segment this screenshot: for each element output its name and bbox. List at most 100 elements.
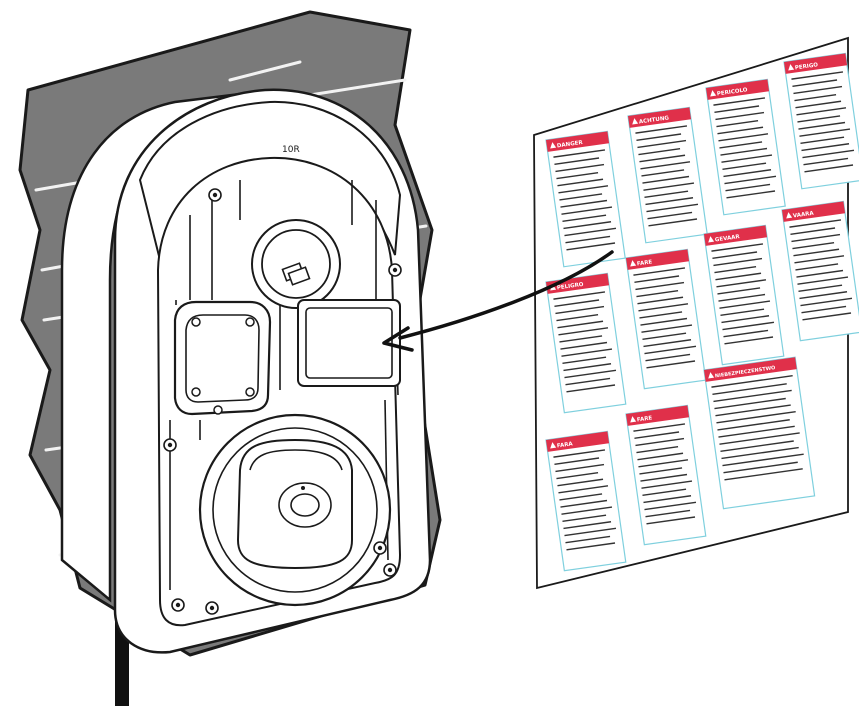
label-text-line <box>635 281 685 291</box>
label-text-line <box>640 473 688 482</box>
label-text-line <box>554 457 600 465</box>
label-text-line <box>635 125 688 134</box>
arrow-line <box>398 250 614 340</box>
label-heading: DANGER <box>557 140 584 150</box>
socket-emblem-dot <box>301 486 305 490</box>
mounting-screw-head <box>392 267 398 273</box>
label-text-line <box>719 141 763 149</box>
label-header-bar <box>628 107 692 128</box>
label-text-line <box>713 97 766 106</box>
label-text-line <box>714 397 786 410</box>
label-text-line <box>643 495 692 504</box>
label-text-line <box>791 233 841 243</box>
label-text-line <box>790 227 836 235</box>
label-text-line <box>564 527 617 537</box>
label-text-line <box>558 485 609 494</box>
mounting-screw-head <box>377 545 383 551</box>
label-heading: ACHTUNG <box>639 115 670 125</box>
label-text-line <box>636 445 679 454</box>
label-text-line <box>553 449 606 458</box>
label-text-line <box>634 431 680 439</box>
label-text-line <box>554 157 600 165</box>
label-text-line <box>553 291 606 300</box>
label-text-line <box>721 154 773 163</box>
label-text-line <box>563 521 612 530</box>
label-text-line <box>647 211 693 220</box>
label-text-line <box>557 178 604 187</box>
label-text-line <box>566 242 616 251</box>
left-cable-gland-plate <box>173 300 272 416</box>
label-text-line <box>555 305 605 315</box>
ev-charger-device: 10R <box>60 88 432 654</box>
warning-triangle-icon <box>708 372 715 379</box>
label-text-line <box>725 183 771 192</box>
label-text-line <box>716 279 767 288</box>
label-text-line <box>637 452 684 461</box>
label-text-line <box>724 336 774 345</box>
label-text-line <box>794 255 845 264</box>
label-text-line <box>793 248 840 257</box>
label-text-line <box>714 265 757 274</box>
label-text-line <box>642 332 687 340</box>
warning-triangle-icon <box>632 118 639 125</box>
label-text-line <box>800 297 853 307</box>
label-heading: GEVAAR <box>715 234 741 244</box>
gland-screw <box>245 317 255 327</box>
label-text-line <box>797 115 841 123</box>
label-text-line <box>720 440 794 452</box>
label-text-line <box>803 157 849 166</box>
label-heading: PELIGRO <box>557 282 585 292</box>
label-heading: FARA <box>557 441 574 449</box>
label-text-line <box>801 305 847 314</box>
label-text-line <box>554 299 600 307</box>
label-text-line <box>637 139 687 149</box>
placement-arrow <box>382 250 614 352</box>
mounting-screw-head <box>212 192 218 198</box>
label-text-line <box>711 375 793 388</box>
card-icon <box>281 262 311 286</box>
label-text-line <box>560 199 608 208</box>
label-text-line <box>799 291 848 300</box>
warning-label: DANGER <box>545 130 626 268</box>
wall-stripe <box>228 60 302 82</box>
wall-stripe <box>40 264 66 272</box>
label-header-bar <box>706 79 770 100</box>
label-header-bar <box>626 249 690 270</box>
warning-label: ACHTUNG <box>627 106 708 244</box>
label-text-line <box>715 111 765 121</box>
label-header-bar <box>546 131 610 152</box>
label-text-line <box>719 432 800 445</box>
label-text-line <box>716 119 759 128</box>
label-text-line <box>555 463 605 473</box>
label-heading: FARE <box>637 415 653 423</box>
label-text-line <box>794 93 837 102</box>
gland-screw <box>191 317 201 327</box>
label-text-line <box>643 182 695 191</box>
label-text-line <box>644 501 697 511</box>
label-text-line <box>717 419 790 431</box>
label-text-line <box>633 423 686 432</box>
label-text-line <box>638 303 689 312</box>
label-text-line <box>565 535 611 544</box>
label-recess <box>297 299 401 387</box>
label-text-line <box>718 133 769 142</box>
label-text-line <box>721 446 799 460</box>
warning-triangle-icon <box>710 90 717 97</box>
rfid-reader-module <box>251 219 341 309</box>
label-text-line <box>564 369 617 379</box>
label-heading: FARE <box>637 259 653 267</box>
label-text-line <box>643 339 692 348</box>
label-text-line <box>796 107 847 116</box>
label-text-line <box>722 162 767 170</box>
top-mark-text: 10R <box>282 145 300 155</box>
label-header-bar <box>782 201 846 222</box>
label-text-line <box>556 171 599 180</box>
warning-label: NIEBEZPIECZENSTWO <box>703 356 816 510</box>
label-text-line <box>721 315 770 324</box>
label-text-line <box>566 384 616 393</box>
label-header-bar <box>546 273 610 294</box>
label-text-line <box>565 377 611 386</box>
label-text-line <box>637 296 684 305</box>
warning-triangle-icon <box>550 142 557 149</box>
